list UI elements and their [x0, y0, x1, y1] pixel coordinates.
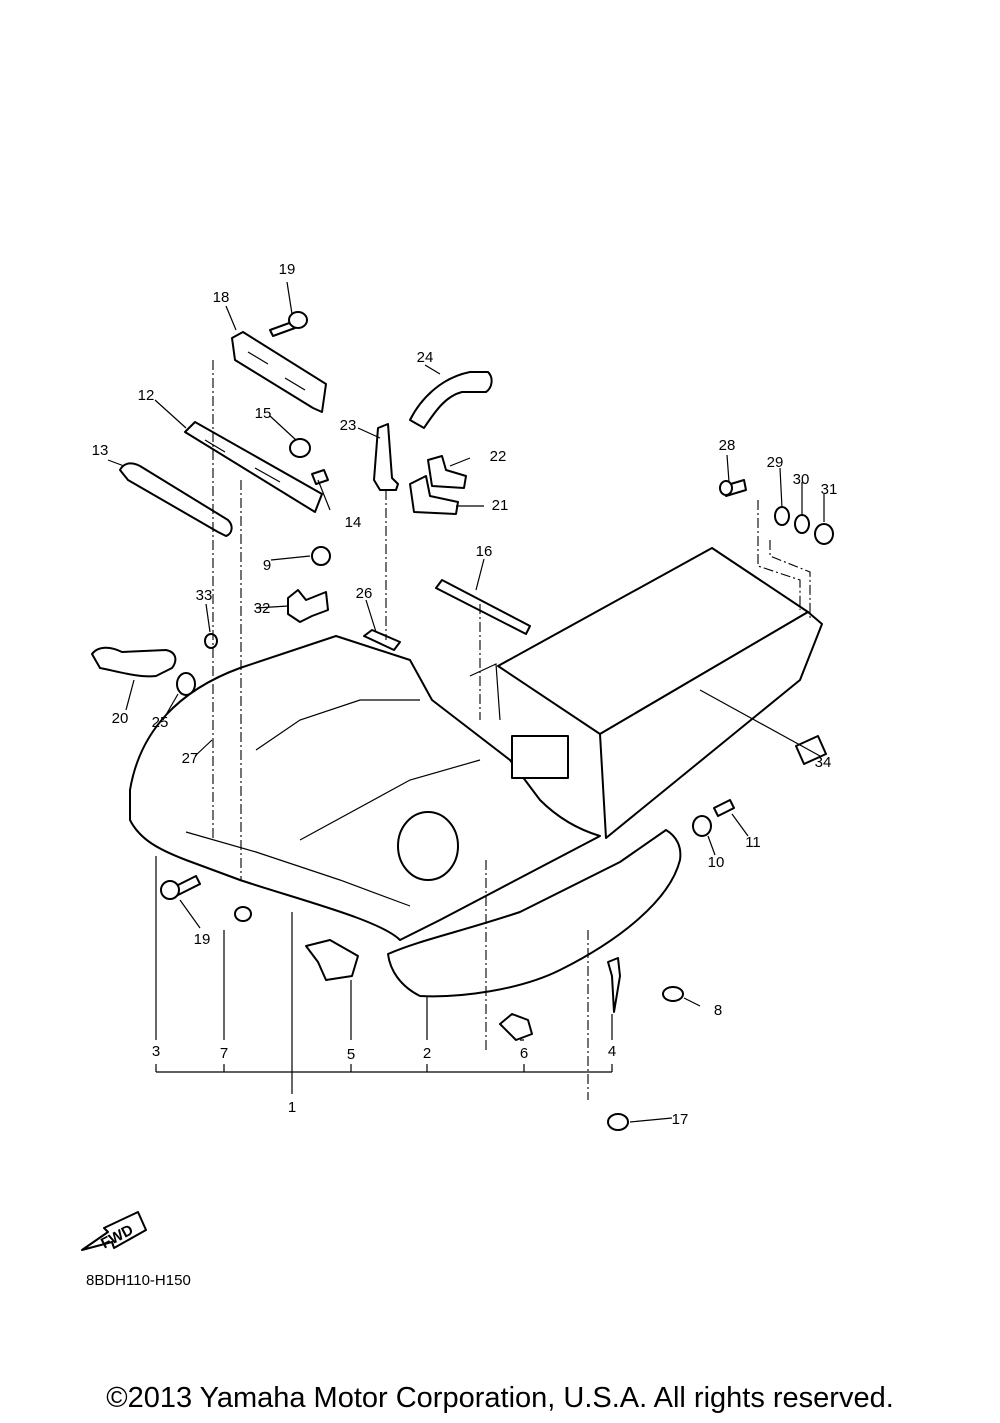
diagram-code: 8BDH110-H150	[86, 1272, 191, 1289]
part-2-side-panel	[387, 829, 682, 998]
callout-19b: 19	[194, 931, 211, 948]
callout-11: 11	[745, 834, 761, 851]
part-20-bracket	[91, 646, 177, 678]
part-4-rivet	[607, 957, 621, 1013]
part-24-grip	[409, 371, 493, 429]
part-6-clamp	[499, 1013, 533, 1041]
part-14-tab	[311, 469, 329, 485]
callout-24: 24	[417, 349, 434, 366]
callout-21: 21	[492, 497, 509, 514]
callout-1: 1	[288, 1099, 296, 1116]
part-13-handle	[119, 462, 233, 537]
part-9-grommet	[311, 546, 331, 566]
callout-17: 17	[672, 1111, 689, 1128]
callout-7: 7	[220, 1045, 228, 1062]
leader-lines	[107, 281, 825, 1123]
callout-labels: 19 18 24 12 15 23 22 13 14 21 28 29 30 3…	[92, 261, 838, 1128]
callout-20: 20	[112, 710, 129, 727]
copyright-notice: ©2013 Yamaha Motor Corporation, U.S.A. A…	[106, 1382, 894, 1414]
callout-9: 9	[263, 557, 271, 574]
part-18-bracket	[231, 331, 327, 413]
part-1-tunnel-frame	[129, 547, 823, 941]
part-21-block	[409, 475, 459, 515]
callout-27: 27	[182, 750, 199, 767]
part-19-lower-bolt	[160, 875, 201, 900]
callout-26: 26	[356, 585, 373, 602]
callout-34: 34	[815, 754, 832, 771]
part-7-plug	[234, 906, 252, 922]
callout-15: 15	[255, 405, 272, 422]
part-28-31-fasteners	[719, 479, 834, 545]
callout-32: 32	[254, 600, 271, 617]
part-5-bracket	[305, 939, 359, 981]
part-8-cap	[662, 986, 684, 1002]
callout-8: 8	[714, 1002, 722, 1019]
part-12-plate	[184, 421, 323, 513]
callout-31: 31	[821, 481, 838, 498]
callout-14: 14	[345, 514, 362, 531]
callout-25: 25	[152, 714, 169, 731]
callout-29: 29	[767, 454, 784, 471]
part-25-collar	[176, 672, 196, 696]
callout-22: 22	[490, 448, 507, 465]
part-11-bolt	[713, 799, 735, 817]
part-16-strip	[435, 579, 531, 635]
part-32-clip	[287, 589, 329, 623]
part-10-nut	[692, 815, 712, 837]
fwd-arrow-icon: FWD	[81, 1211, 147, 1252]
callout-12: 12	[138, 387, 155, 404]
part-15-nut	[289, 438, 311, 458]
callout-19a: 19	[279, 261, 296, 278]
callout-18: 18	[213, 289, 230, 306]
callout-3: 3	[152, 1043, 160, 1060]
callout-16: 16	[476, 543, 493, 560]
callout-13: 13	[92, 442, 109, 459]
part-26-pad	[363, 629, 401, 651]
callout-10: 10	[708, 854, 725, 871]
callout-4: 4	[608, 1043, 616, 1060]
callout-5: 5	[347, 1046, 355, 1063]
callout-33: 33	[196, 587, 213, 604]
callout-30: 30	[793, 471, 810, 488]
part-22-block	[427, 455, 467, 489]
callout-23: 23	[340, 417, 357, 434]
part-34-decal	[795, 735, 827, 765]
part-33-bolt	[204, 633, 218, 649]
part-17-cap	[607, 1113, 629, 1131]
callout-2: 2	[423, 1045, 431, 1062]
callout-6: 6	[520, 1045, 528, 1062]
assembly-guides	[212, 360, 811, 1100]
part-23-guard	[373, 423, 399, 491]
part-19-bolt	[269, 311, 308, 337]
callout-28: 28	[719, 437, 736, 454]
